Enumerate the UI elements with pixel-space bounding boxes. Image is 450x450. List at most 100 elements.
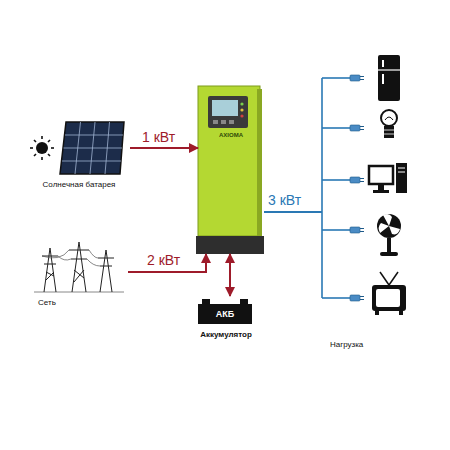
load-bus-part [322,297,352,299]
bulb-icon-part [381,110,397,126]
node-label: Нагрузка [330,340,363,349]
fan-icon-part [379,214,400,235]
inverter-body-part [221,120,226,124]
bulb-icon [381,110,397,138]
power-connector [130,147,198,149]
power-grid-icon-part [100,266,112,267]
power-grid-icon-part [42,250,100,266]
computer-icon-part [373,190,389,193]
tv-icon-part [376,289,400,307]
power-connector [264,211,322,213]
inverter-body [196,86,264,254]
solar-panel-icon-part-part [65,135,123,136]
solar-panel-icon-part-part [64,148,123,149]
load-bus-part [321,78,323,298]
power-grid-icon-part [74,270,84,282]
power-grid-icon-part [98,258,114,259]
inverter-body-part [229,120,234,124]
tv-icon-part [380,272,389,285]
plug-pins-part [360,296,364,297]
computer-icon-part [378,185,384,190]
plug-connector-part [350,227,360,233]
inverter-body-part [257,89,262,236]
grid-node: Сеть [28,232,128,314]
tv-icon-part [389,272,398,285]
solar-panel-icon-part [60,122,124,174]
sun-icon-part-part [30,147,33,149]
load-bus-part [322,229,352,231]
sun-icon-part [30,136,54,160]
tv-icon-part [372,285,406,311]
computer-icon-part [398,168,405,169]
power-label: 3 кВт [266,192,303,208]
plug-pins-part [360,299,364,300]
plug-pins-part [360,228,364,229]
computer-icon [369,163,407,193]
power-grid-icon-part [46,272,54,280]
solar-panel-icon [60,122,124,174]
inverter-body-part [240,114,243,117]
load-bus-part [322,179,352,181]
plug-pins-part [360,79,364,80]
bulb-icon-part [384,134,394,135]
power-grid-icon-part [44,248,56,292]
power-label: 2 кВт [145,252,182,268]
load-bus-part [322,77,352,79]
plug-pins-part [360,181,364,182]
plug-connector-part [350,295,360,301]
plug-connector [350,75,360,301]
sun-icon [30,136,54,160]
tv-icon-part [375,311,379,315]
fan-icon-part [380,252,398,256]
power-grid-icon-part [34,292,124,293]
fan-icon-part [387,238,391,252]
node-label: Сеть [38,298,56,307]
plug-pins [360,77,364,300]
tv-icon-part [399,311,403,315]
node-label: Солнечная батарея [28,180,130,189]
inverter-node: AXIOMA [198,86,264,254]
load-bus [322,78,352,298]
solar-panel-node: Солнечная батарея [28,112,130,198]
inverter-body-part [198,86,260,236]
plug-pins-part [360,129,364,130]
plug-connector-part [350,177,360,183]
load-bus-part [322,127,352,129]
battery-label: АКБ [198,304,252,324]
plug-pins-part [360,178,364,179]
power-grid-icon-part [100,250,112,292]
sun-icon-part-part [34,140,36,142]
power-label: 1 кВт [140,129,177,145]
fan-icon-part [377,214,401,238]
inverter-body-part [240,108,243,111]
fridge-icon-part [382,60,384,67]
tv-icon [372,272,406,315]
inverter-body-part [240,102,243,105]
inverter-body-part [208,96,248,128]
power-grid-icon-part [44,264,56,265]
power-grid-icon-part [42,256,58,257]
solar-panel-icon-part [62,122,123,174]
fridge-icon-part [382,74,384,84]
plug-pins-part [360,231,364,232]
inverter-body-part [212,100,238,116]
node-label: Аккумулятор [192,330,260,339]
bulb-icon-part [384,126,394,138]
brand-logo: AXIOMA [198,132,264,139]
power-connector [229,254,231,296]
sun-icon-part [36,142,48,154]
power-grid-icon-part [69,250,89,251]
inverter-body-part [213,120,218,124]
fan-icon [377,214,401,256]
computer-icon-part [396,163,407,193]
sun-icon-part-part [51,147,54,149]
fridge-icon [378,55,400,101]
plug-pins-part [360,126,364,127]
sun-icon-part-part [48,154,50,156]
sun-icon-part-part [41,136,43,139]
inverter-body-part [196,236,264,254]
fridge-icon-part [378,55,400,101]
